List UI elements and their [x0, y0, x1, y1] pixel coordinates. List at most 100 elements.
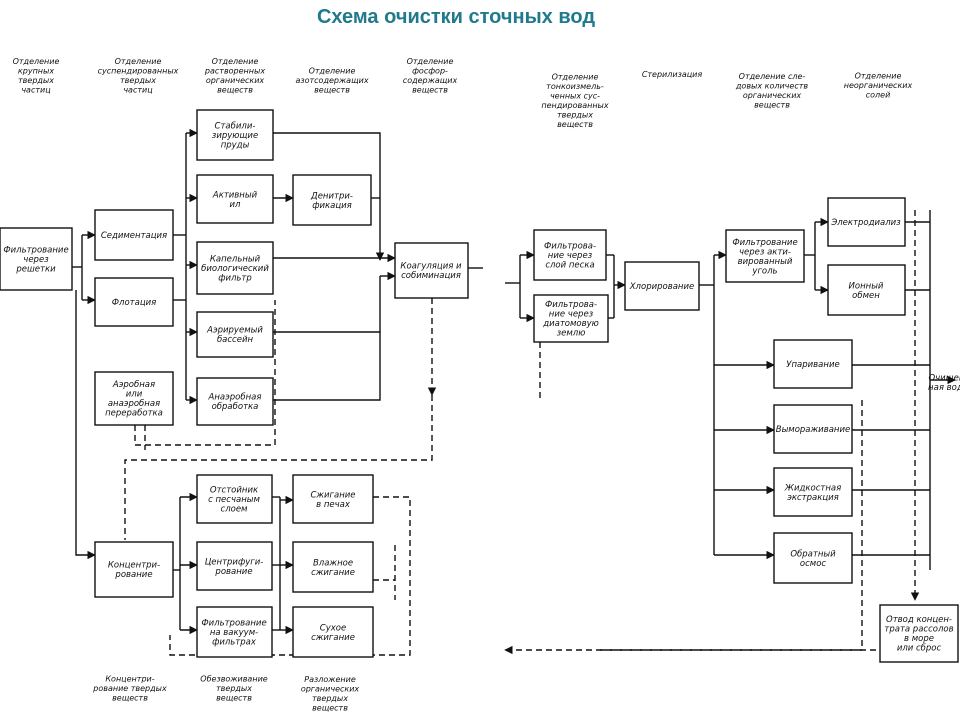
label-line: Аэрируемый	[206, 325, 263, 335]
label-line: Отделение	[13, 57, 60, 66]
label-line: решетки	[15, 265, 56, 275]
label-line: в печах	[316, 500, 351, 510]
svg-text:Флотация: Флотация	[112, 298, 157, 308]
label-line: Концентри-	[108, 560, 160, 570]
label-line: рование	[214, 567, 252, 577]
label-line: Разложение	[304, 675, 356, 684]
label-line: органических	[206, 76, 265, 85]
label-line: веществ	[412, 85, 448, 94]
label-line: бассейн	[217, 335, 254, 345]
label-line: биологический	[201, 264, 269, 274]
label-line: веществ	[112, 694, 148, 703]
label-line: твердых	[312, 694, 348, 703]
label-line: Упаривание	[786, 360, 839, 370]
label-line: Стабили-	[215, 122, 256, 132]
label-line: суспендированных	[98, 66, 179, 75]
label-line: пруды	[221, 141, 250, 151]
edge-ponds-coag	[273, 132, 385, 261]
label-line: Сжигание	[310, 490, 355, 500]
sedimentation-box: Седиментация	[94, 209, 174, 261]
label-line: Активный	[212, 190, 258, 200]
svg-text:Центрифуги-рование: Центрифуги-рование	[205, 557, 264, 577]
label-line: Отделение	[115, 57, 162, 66]
label-line: Фильтрова-	[545, 300, 597, 310]
svg-text:Хлорирование: Хлорирование	[629, 282, 695, 292]
label-line: Флотация	[112, 298, 157, 308]
label-line: Фильтрова-	[544, 242, 596, 252]
label-line: обмен	[852, 291, 880, 301]
label-line: фосфор-	[412, 66, 448, 75]
label-line: Отделение	[855, 72, 902, 81]
label-line: ние через	[549, 309, 594, 319]
label-line: твердых	[18, 76, 54, 85]
label-line: неорганических	[844, 81, 913, 90]
stripping-box: Вымораживание	[773, 404, 853, 454]
label-line: Ионный	[849, 281, 884, 291]
label-line: осмос	[800, 559, 826, 569]
label-line: переработка	[105, 408, 163, 418]
label-line: фильтрах	[212, 638, 257, 648]
edge-sludge-concentration	[75, 290, 96, 560]
label-line: веществ	[557, 120, 593, 129]
label-line: Отделение сле-	[739, 72, 806, 81]
label-line: органических	[301, 684, 360, 693]
edge-coag-return	[124, 395, 433, 540]
label-line: Фильтрование	[3, 246, 68, 256]
label-line: на вакуум-	[210, 628, 258, 638]
label-line: Отделение	[552, 72, 599, 81]
label-line: веществ	[216, 694, 252, 703]
label-line: ние через	[548, 251, 593, 261]
label-line: Влажное	[313, 558, 353, 568]
label-line: экстракция	[787, 493, 839, 503]
label-line: ная вода	[928, 383, 960, 393]
label-line: органических	[743, 91, 802, 100]
label-line: через	[23, 255, 49, 265]
label-line: Обратный	[790, 549, 836, 559]
label-line: анаэробная	[108, 399, 160, 409]
svg-text:Упаривание: Упаривание	[786, 360, 839, 370]
label-line: содержащих	[403, 76, 458, 85]
label-line: ил	[230, 200, 242, 210]
label-line: или сброс	[897, 643, 942, 653]
label-line: вированный	[738, 257, 793, 267]
edge-aerated-bus	[273, 276, 381, 333]
label-line: диатомовую	[542, 319, 599, 329]
label-line: землю	[557, 328, 586, 338]
label-line: довых количеств	[735, 81, 808, 90]
label-line: Электродиализ	[830, 218, 901, 228]
label-line: Концентри-	[105, 675, 154, 684]
label-line: веществ	[217, 85, 253, 94]
